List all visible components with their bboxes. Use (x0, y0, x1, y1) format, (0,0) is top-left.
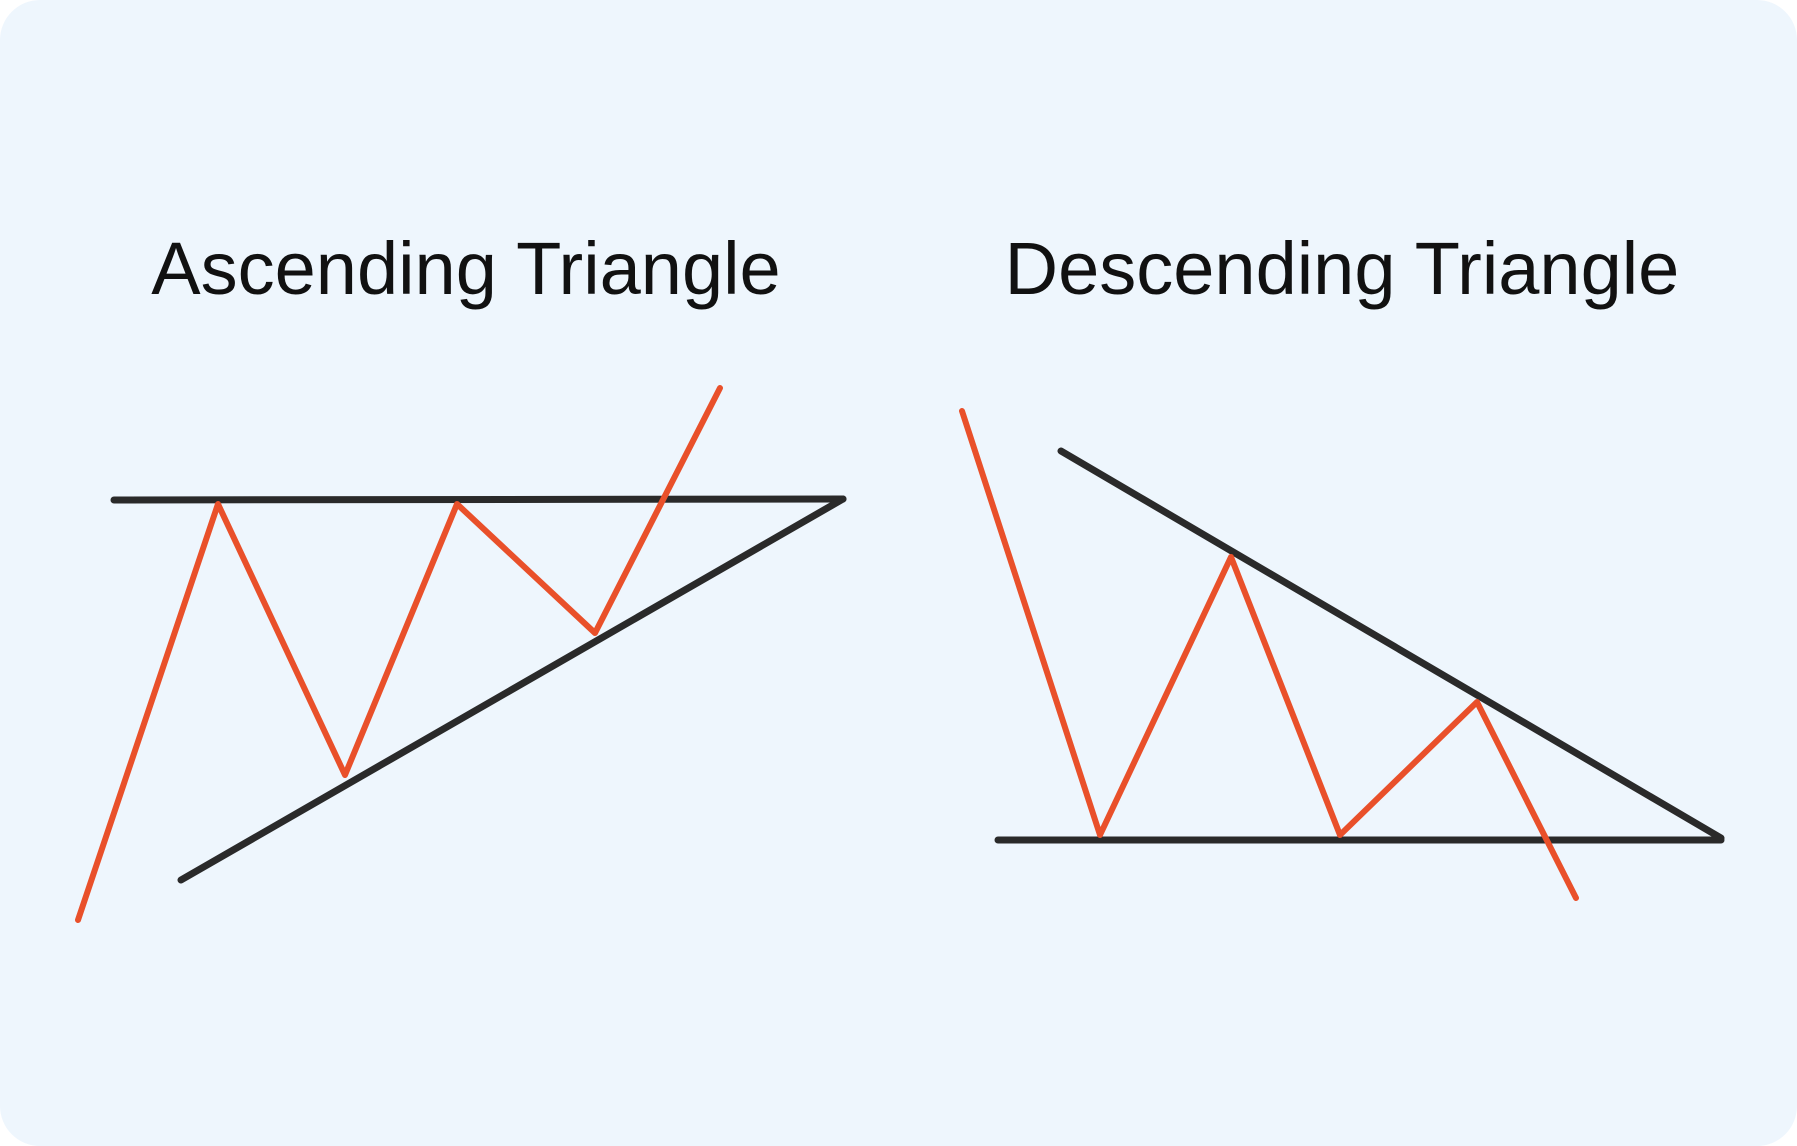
descending-triangle-pattern (959, 408, 1725, 901)
ascending-support-line (177, 495, 847, 884)
descending-price-path (959, 408, 1579, 901)
ascending-price-path (75, 385, 723, 923)
ascending-triangle-title: Ascending Triangle (151, 227, 781, 310)
ascending-triangle-pattern (75, 385, 847, 923)
descending-resistance-line (1057, 447, 1725, 842)
ascending-resistance-line (110, 495, 847, 504)
descending-triangle-title: Descending Triangle (1004, 227, 1680, 310)
